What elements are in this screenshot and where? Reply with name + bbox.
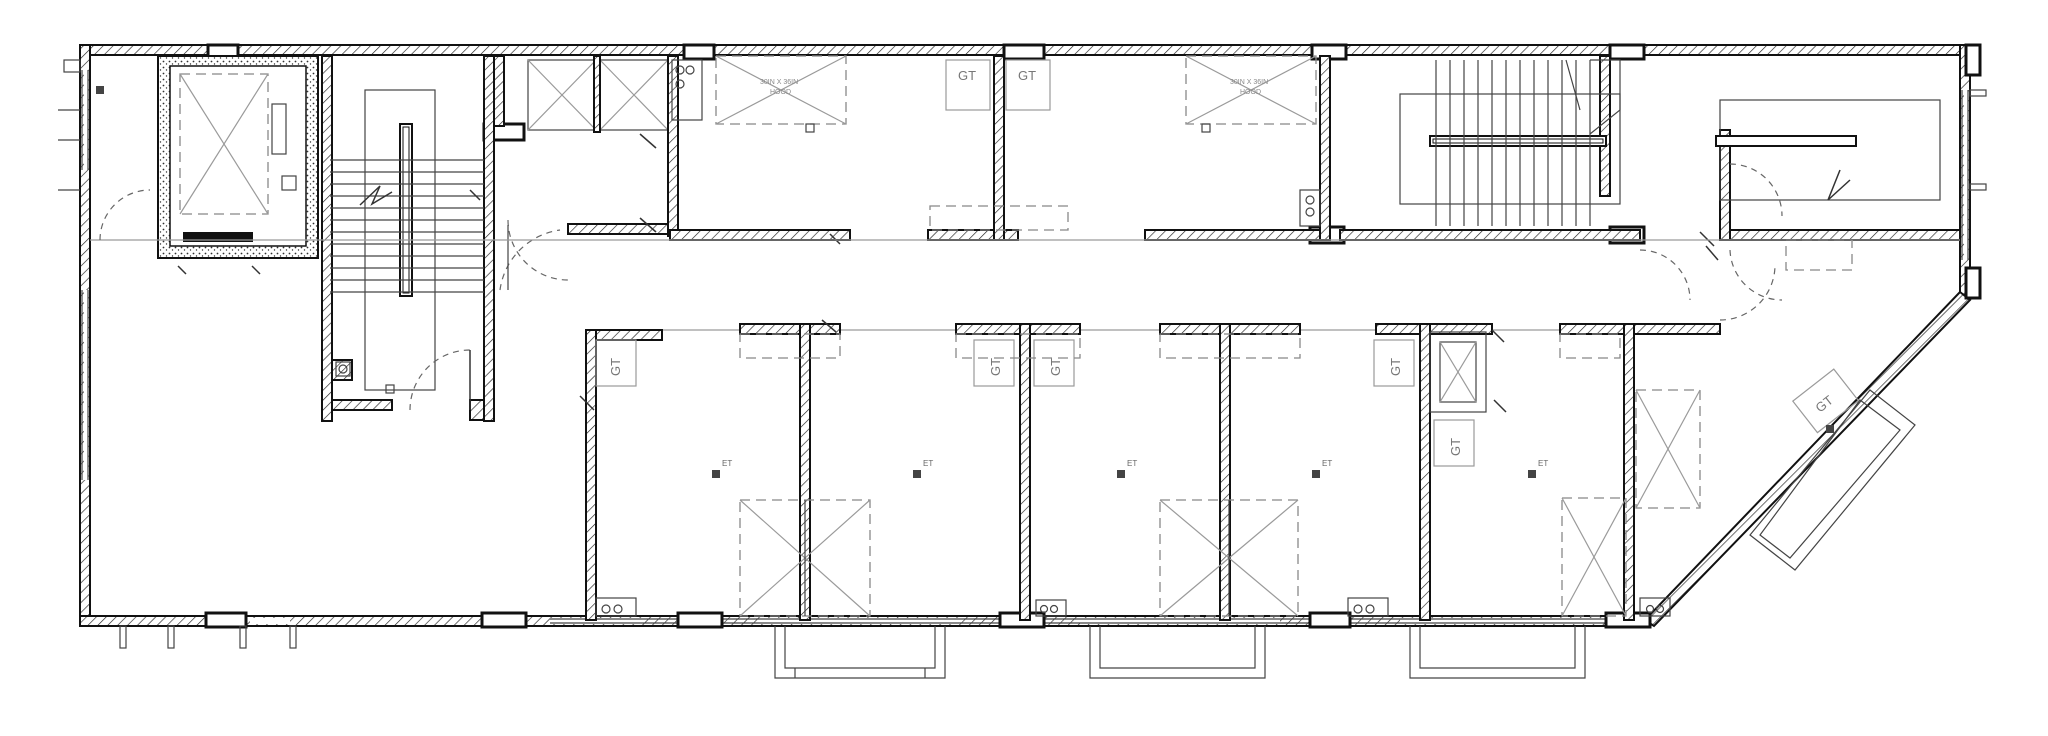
sensors: ET ET ET ET ET <box>96 86 1834 478</box>
sensor-label-1: ET <box>722 459 732 468</box>
range-label-2: 30IN X 36IN <box>1230 79 1268 86</box>
north-unit-fixtures: 30IN X 36IN HOOD 30IN X 36IN HOOD GT GT <box>715 55 1317 231</box>
corridor <box>90 189 1960 331</box>
hood-label-2: HOOD <box>1240 89 1261 96</box>
balconies <box>774 389 1916 679</box>
sensor-label-5: ET <box>1538 459 1548 468</box>
gt-label-n1: GT <box>958 68 976 83</box>
gt-label-s5: GT <box>1448 438 1463 456</box>
south-unit-fixtures: GT GT GT GT GT GT <box>335 333 1860 617</box>
hood-label-1: HOOD <box>770 89 791 96</box>
sensor-label-3: ET <box>1127 459 1137 468</box>
sensor-label-2: ET <box>923 459 933 468</box>
utility-closets <box>493 55 679 290</box>
gt-label-s3: GT <box>1048 358 1063 376</box>
gt-label-s1: GT <box>608 358 623 376</box>
gt-label-n2: GT <box>1018 68 1036 83</box>
sensor-label-4: ET <box>1322 459 1332 468</box>
east-stairs <box>1399 59 1941 301</box>
exterior-details <box>58 59 1987 649</box>
gt-label-balcony: GT <box>1812 392 1836 415</box>
south-unit-walls <box>579 319 1721 621</box>
gt-label-s2: GT <box>988 358 1003 376</box>
north-unit-walls <box>669 55 1961 245</box>
range-label-1: 30IN X 36IN <box>760 79 798 86</box>
west-stair <box>321 55 561 422</box>
elevator-shaft <box>157 55 319 275</box>
gt-label-s4: GT <box>1388 358 1403 376</box>
structural-columns <box>204 43 1982 629</box>
